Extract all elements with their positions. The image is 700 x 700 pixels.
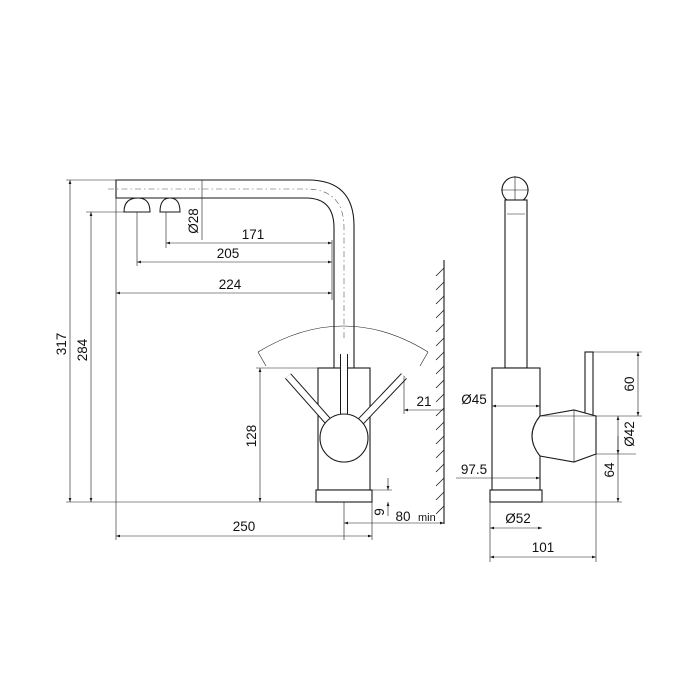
dim-97-5: 97.5: [461, 462, 487, 477]
dim-284: 284: [75, 338, 90, 361]
dim-101: 101: [532, 540, 555, 555]
dim-base-dia: Ø52: [505, 511, 531, 526]
dim-205: 205: [217, 246, 240, 261]
dim-250: 250: [233, 519, 256, 534]
side-body: [491, 367, 541, 491]
lever-swing-arc: [257, 325, 429, 353]
side-lever-hub: [531, 409, 597, 463]
spout-centerline: [108, 188, 345, 340]
front-view: 317 284 Ø28 171 205 224 128 21 9 80 min …: [54, 179, 445, 540]
dim-body-dia: Ø45: [461, 392, 487, 407]
wall-hatch: [435, 267, 445, 515]
faucet-base: [315, 489, 373, 503]
dim-224: 224: [219, 277, 242, 292]
dim-80: 80: [395, 509, 410, 524]
side-view: Ø45 97.5 60 Ø42 64 Ø52 101: [456, 176, 642, 562]
dim-lever-dia: Ø42: [622, 421, 637, 447]
spray-head-left: [123, 197, 151, 213]
lever-hub: [319, 413, 369, 463]
spray-head-right: [159, 197, 181, 213]
dim-9: 9: [372, 508, 387, 516]
dim-171: 171: [242, 227, 265, 242]
dim-21: 21: [416, 394, 431, 409]
dim-64: 64: [602, 462, 617, 478]
dim-317: 317: [54, 333, 69, 356]
side-base: [489, 489, 543, 503]
dim-60: 60: [622, 376, 637, 391]
side-spout-tube: [504, 199, 528, 369]
dim-spout-dia: Ø28: [186, 208, 201, 234]
dim-128: 128: [244, 425, 259, 448]
dim-80-unit: min: [418, 512, 436, 524]
spout-outline: [115, 179, 355, 369]
